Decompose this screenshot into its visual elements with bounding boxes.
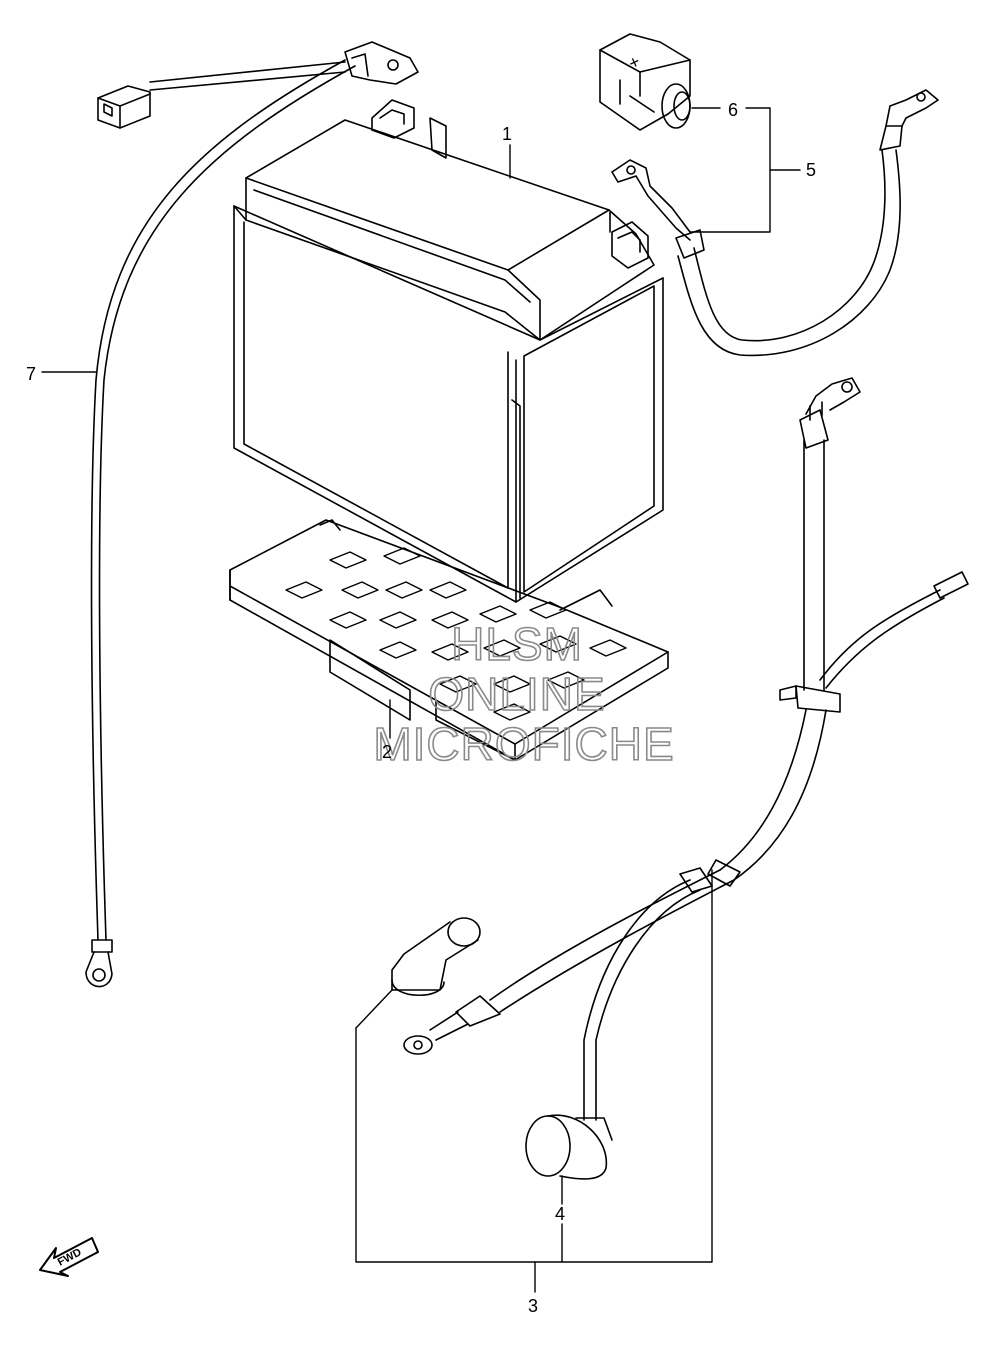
- part-2-battery-tray: [229, 519, 669, 761]
- fwd-arrow-icon: [39, 1237, 99, 1277]
- watermark-line-1: HLSM: [451, 618, 583, 670]
- part-6-terminal-cap: [599, 33, 691, 131]
- callout-6: 6: [728, 100, 738, 120]
- part-5-positive-cable: [611, 89, 939, 357]
- part-3-harness: [391, 377, 969, 1180]
- callout-1: 1: [502, 124, 512, 144]
- part-4-sensor: [525, 1114, 613, 1180]
- watermark-line-3: MICROFICHE: [373, 718, 674, 770]
- callouts: 1 2 3 4 5 6 7: [26, 100, 816, 1316]
- callout-4: 4: [555, 1204, 565, 1224]
- watermark: HLSM ONLINE MICROFICHE: [373, 617, 675, 771]
- elbow-boot: [391, 917, 481, 997]
- watermark-line-2: ONLINE: [428, 668, 605, 720]
- part-1-battery: [233, 99, 664, 603]
- callout-5: 5: [806, 160, 816, 180]
- leader-lines: [41, 107, 801, 1293]
- callout-7: 7: [26, 364, 36, 384]
- part-7-ground-lead: [85, 41, 419, 988]
- callout-3: 3: [528, 1296, 538, 1316]
- callout-2: 2: [382, 742, 392, 762]
- terminal-cap-symbol: +: [625, 51, 643, 74]
